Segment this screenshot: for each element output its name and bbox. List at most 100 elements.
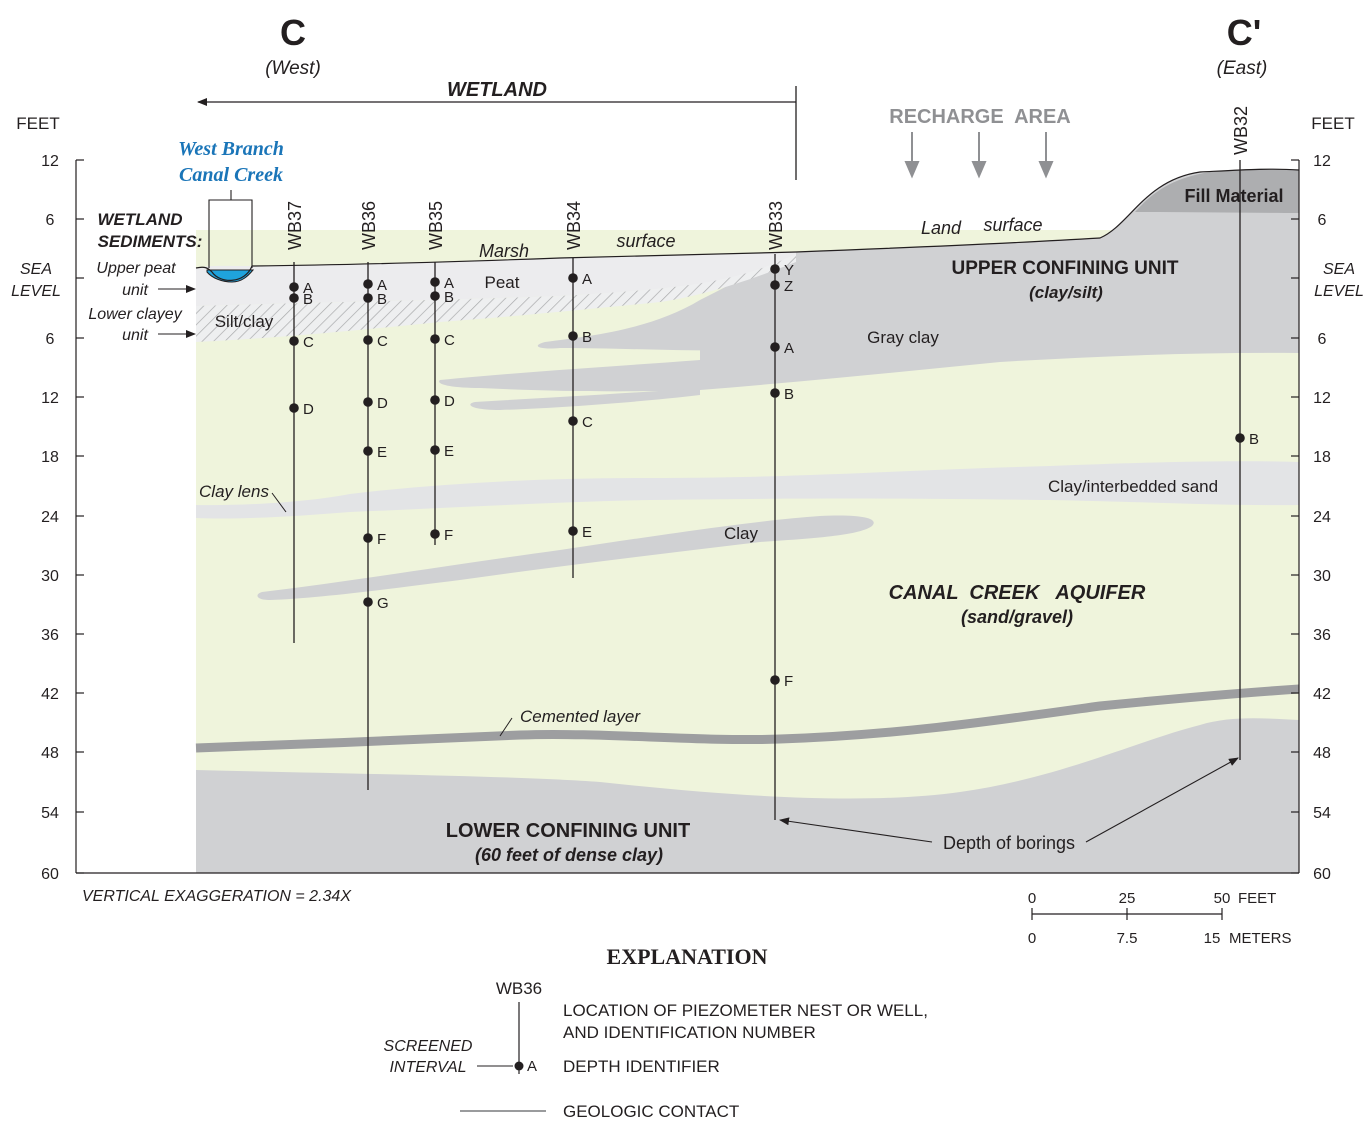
depth-identifier-label: C — [444, 332, 455, 349]
right-tick-label: 6 — [1318, 212, 1327, 229]
aquifer-sublabel: (sand/gravel) — [961, 607, 1073, 627]
depth-identifier-label: F — [444, 527, 453, 544]
wetland-label: WETLAND — [447, 79, 547, 101]
depth-identifier-label: F — [784, 673, 793, 690]
depth-identifier-label: Y — [784, 262, 794, 279]
depth-identifier-label: E — [377, 444, 387, 461]
clay-lens-label: Clay lens — [199, 482, 269, 501]
explanation-title: EXPLANATION — [607, 944, 768, 969]
depth-borings-arrow-right — [1085, 757, 1239, 843]
scale-feet-25: 25 — [1119, 890, 1136, 907]
depth-identifier-label: D — [303, 401, 314, 418]
creek-label-line2: Canal Creek — [179, 164, 283, 186]
depth-identifier-label: F — [377, 531, 386, 548]
location-line2: AND IDENTIFICATION NUMBER — [563, 1023, 816, 1042]
screened-interval-point — [568, 526, 578, 536]
scale-feet-50: 50 — [1214, 890, 1231, 907]
depth-identifier-label: E — [582, 524, 592, 541]
wetland-sediments-line1: WETLAND — [98, 210, 183, 229]
marsh-label: Marsh — [479, 241, 529, 261]
depth-identifier-label: A — [582, 271, 592, 288]
screened-interval-point — [430, 395, 440, 405]
upper-confining-label: UPPER CONFINING UNIT — [952, 258, 1179, 279]
peat-layer — [196, 252, 796, 306]
screened-interval-point — [289, 282, 299, 292]
right-tick-label: 60 — [1313, 866, 1331, 883]
left-tick-label: 42 — [41, 686, 59, 703]
screened-interval-point — [430, 529, 440, 539]
sea-level-left-1: SEA — [20, 261, 52, 278]
right-tick-label: 6 — [1318, 331, 1327, 348]
right-tick-label: 24 — [1313, 509, 1331, 526]
recharge-arrows — [904, 132, 1054, 179]
west-direction: (West) — [265, 58, 321, 79]
scale-meters-unit: METERS — [1229, 930, 1292, 947]
left-axis-ticks — [76, 159, 84, 874]
depth-identifier-text: DEPTH IDENTIFIER — [563, 1057, 720, 1076]
screened-interval-point — [363, 335, 373, 345]
clay-label: Clay — [724, 524, 759, 543]
depth-identifier-label: B — [784, 386, 794, 403]
depth-identifier-label: A — [444, 275, 454, 292]
fill-material-label: Fill Material — [1184, 186, 1283, 206]
depth-identifier-label: B — [303, 291, 313, 308]
screened-interval-point — [568, 273, 578, 283]
creek-water — [206, 269, 255, 283]
recharge-area-label: RECHARGE AREA — [889, 106, 1071, 128]
west-letter: C — [280, 12, 306, 53]
screened-interval-point — [363, 397, 373, 407]
gray-clay-label: Gray clay — [867, 328, 939, 347]
depth-identifier-label: A — [784, 340, 794, 357]
left-tick-label: 36 — [41, 627, 59, 644]
left-tick-label: 6 — [46, 331, 55, 348]
depth-identifier-label: A — [377, 277, 387, 294]
sea-level-right-2: LEVEL — [1314, 283, 1364, 300]
geologic-contact-text: GEOLOGIC CONTACT — [563, 1102, 739, 1121]
land-label: Land — [921, 218, 962, 238]
sea-level-right-1: SEA — [1323, 261, 1355, 278]
well-id-label: WB37 — [285, 201, 305, 250]
upper-confining-sublabel: (clay/silt) — [1029, 283, 1103, 302]
lower-confining-sublabel: (60 feet of dense clay) — [475, 845, 663, 865]
east-direction: (East) — [1217, 58, 1268, 79]
left-tick-label: 24 — [41, 509, 59, 526]
geology-layers — [195, 168, 1300, 873]
gray-clay-finger-1 — [439, 360, 700, 392]
depth-identifier-label: D — [444, 393, 455, 410]
left-tick-label: 60 — [41, 866, 59, 883]
screened-interval-point — [430, 334, 440, 344]
right-tick-label: 54 — [1313, 805, 1331, 822]
fill-material-layer — [1135, 168, 1299, 213]
screened-interval-point — [289, 403, 299, 413]
clay-interbedded-layer — [196, 461, 1299, 519]
land-surface-label: surface — [983, 215, 1042, 235]
upper-peat-line1: Upper peat — [96, 260, 176, 277]
screened-interval-point — [770, 675, 780, 685]
screened-interval-point — [363, 597, 373, 607]
depth-borings-label: Depth of borings — [943, 833, 1075, 853]
screened-interval-point — [289, 293, 299, 303]
clay-interbedded-label: Clay/interbedded sand — [1048, 477, 1218, 496]
scale-feet-0: 0 — [1028, 890, 1036, 907]
gray-clay-layer — [537, 300, 826, 351]
depth-identifier-label: D — [377, 395, 388, 412]
left-tick-label: 30 — [41, 568, 59, 585]
screened-interval-point — [430, 277, 440, 287]
well-id-label: WB36 — [359, 201, 379, 250]
upper-peat-line2: unit — [122, 282, 148, 299]
vertical-exaggeration: VERTICAL EXAGGERATION = 2.34X — [82, 888, 352, 905]
left-tick-label: 12 — [41, 390, 59, 407]
cemented-layer — [195, 684, 1300, 753]
screened-interval-point — [289, 336, 299, 346]
location-line1: LOCATION OF PIEZOMETER NEST OR WELL, — [563, 1001, 928, 1020]
explanation: EXPLANATION WB36 A SCREENED INTERVAL LOC… — [384, 944, 928, 1121]
clay-lens-leader — [271, 492, 287, 513]
cemented-leader — [499, 717, 513, 737]
wells-group: WB37ABCDWB36ABCDEFGWB35ABCDEFWB34ABCEWB3… — [285, 106, 1259, 820]
depth-identifier-label: C — [377, 333, 388, 350]
